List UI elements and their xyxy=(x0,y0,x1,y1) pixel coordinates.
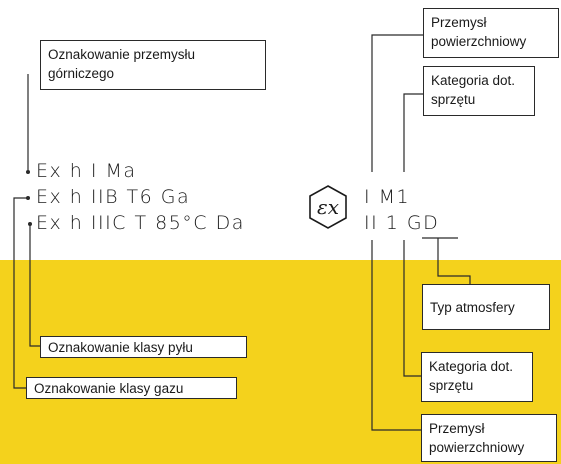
ex-hexagon-logo-icon: εx xyxy=(309,185,347,229)
connector-surface-bottom xyxy=(371,240,421,431)
connector-category-top xyxy=(403,93,423,172)
dot-line3 xyxy=(28,222,32,226)
label-equipment-category-bottom: Kategoria dot. sprzętu xyxy=(421,352,533,402)
group-ii-marking: II 1 GD xyxy=(364,212,440,234)
group-i-marking: I M1 xyxy=(364,186,411,208)
label-surface-industry-top: Przemysł powierzchniowy xyxy=(423,8,559,58)
label-equipment-category-top: Kategoria dot. sprzętu xyxy=(423,66,535,116)
connector-atmosphere xyxy=(437,238,471,284)
dot-line1 xyxy=(26,170,30,174)
label-dust-class: Oznakowanie klasy pyłu xyxy=(40,336,247,358)
label-gas-class: Oznakowanie klasy gazu xyxy=(26,377,237,399)
connector-category-bottom xyxy=(403,240,421,377)
connector-dust-class xyxy=(29,224,40,347)
dot-line2 xyxy=(26,196,30,200)
svg-text:εx: εx xyxy=(317,195,339,219)
label-surface-industry-bottom: Przemysł powierzchniowy xyxy=(421,414,557,462)
connector-gas-class xyxy=(13,197,28,389)
marking-line-3: Ex h IIIC T 85°C Da xyxy=(36,212,245,234)
label-mining-marking: Oznakowanie przemysłu górniczego xyxy=(40,40,266,90)
connector-surface-top xyxy=(371,34,423,172)
marking-line-2: Ex h IIB T6 Ga xyxy=(36,186,191,208)
label-atmosphere-type: Typ atmosfery xyxy=(422,284,550,330)
marking-line-1: Ex h I Ma xyxy=(36,160,137,182)
